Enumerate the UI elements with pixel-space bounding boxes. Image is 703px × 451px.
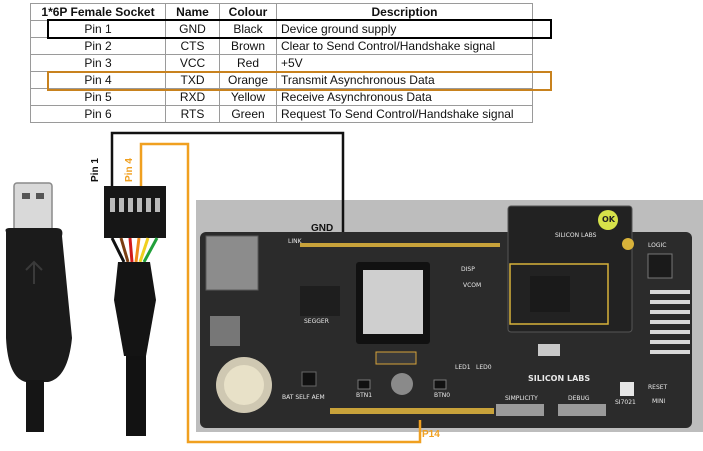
usb-contact-slot [36,193,44,199]
right-header-pins [650,290,690,354]
usb-plug-metal [13,182,53,236]
usb-cable-wire [26,380,44,432]
lcd-display [363,270,423,334]
pin4-label: Pin 4 [124,158,135,182]
module-usb-port [538,344,560,356]
joystick [391,373,413,395]
module-brand-text: SILICON LABS [555,232,597,239]
module-chip [530,276,570,312]
pin1-label: Pin 1 [90,158,101,182]
usb-c-port [210,316,240,346]
top-header-pins [300,243,500,247]
silk-bat: BAT SELF AEM [282,394,325,401]
header-name: Name [165,3,220,21]
table-row: Pin 4 TXD Orange Transmit Asynchronous D… [30,71,533,89]
power-switch [301,371,317,387]
colour-wires [110,237,159,263]
silk-logic: LOGIC [648,242,667,249]
silk-vcom: VCOM [463,282,482,289]
silk-segger: SEGGER [304,318,329,325]
brand-logo-text: SILICON LABS [528,374,591,383]
cell-name: RTS [165,105,220,123]
pin-table: 1*6P Female Socket Name Colour Descripti… [30,3,533,123]
dev-board [196,200,703,432]
cell-colour: Green [219,105,277,123]
coin-cell-top [224,365,264,405]
button-btn1 [357,379,371,390]
cell-description: Request To Send Control/Handshake signal [276,105,533,123]
silk-led1: LED1 [455,364,471,371]
cable-wire [126,356,146,436]
bottom-header-pins [330,408,494,414]
si7021-sensor [620,382,634,396]
silk-reset: RESET [648,384,668,391]
silk-led0: LED0 [476,364,492,371]
usb-logo-icon [25,260,43,284]
table-header-row: 1*6P Female Socket Name Colour Descripti… [30,3,533,21]
cable-boot [114,262,156,356]
socket-pins [110,198,160,212]
button-btn0 [433,379,447,390]
txd-wire [139,142,422,444]
usb-contact-slot [22,193,30,199]
cell-name: RXD [165,88,220,106]
silk-btn1: BTN1 [356,392,373,399]
silk-btn0: BTN0 [434,392,451,399]
header-socket: 1*6P Female Socket [30,3,166,21]
usb-cable [5,182,72,432]
header-colour: Colour [219,3,277,21]
silk-debug: DEBUG [568,395,590,402]
cell-colour: Black [219,20,277,38]
segger-chip [300,286,340,316]
simplicity-connector [496,404,606,416]
socket-connector [104,186,166,436]
silk-link: LINK [288,238,302,245]
module-mount-hole [622,238,634,250]
silk-simplicity: SIMPLICITY [505,395,538,402]
silk-mini: MINI [652,398,666,405]
usb-plug-body [5,228,72,382]
table-row: Pin 5 RXD Yellow Receive Asynchronous Da… [30,88,533,106]
ok-badge: OK [602,215,615,224]
ok-sticker [598,210,618,230]
table-row: Pin 3 VCC Red +5V [30,54,533,72]
p14-label: P14 [422,429,440,440]
silk-disp: DISP [461,266,475,273]
display-flex-cable [375,351,417,365]
cell-description: Receive Asynchronous Data [276,88,533,106]
gnd-label: GND [311,223,334,234]
logic-switch [647,253,673,279]
module-outline [509,263,609,325]
gnd-wire [110,131,345,232]
ethernet-jack [205,235,259,291]
table-row: Pin 6 RTS Green Request To Send Control/… [30,105,533,123]
silk-si7021: SI7021 [615,399,636,406]
